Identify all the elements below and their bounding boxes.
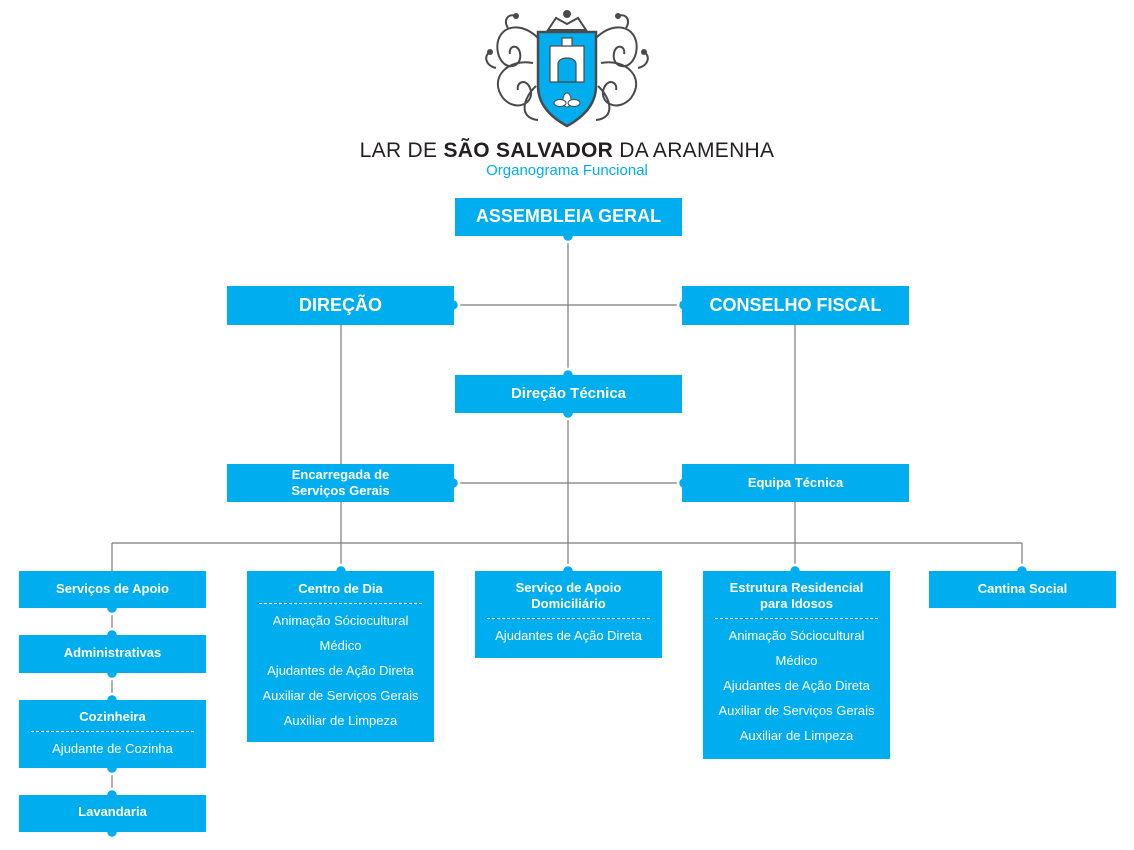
node-direcao-tecnica: Direção Técnica <box>455 375 682 413</box>
node-label: Cozinheira <box>79 709 146 724</box>
dashed-separator <box>31 731 194 732</box>
node-item: Animação Sóciocultural <box>728 628 865 643</box>
dashed-separator <box>487 618 650 619</box>
node-label-line2: Domiciliário <box>531 596 606 611</box>
node-centro-de-dia: Centro de Dia Animação Sóciocultural Méd… <box>247 571 434 742</box>
title-bold: SÃO SALVADOR <box>443 139 614 162</box>
node-item: Auxiliar de Serviços Gerais <box>262 688 419 703</box>
node-label: DIREÇÃO <box>298 295 382 315</box>
node-servico-apoio-domiciliario: Serviço de Apoio Domiciliário Ajudantes … <box>475 571 662 658</box>
organization-title: LAR DE SÃO SALVADOR DA ARAMENHA <box>0 139 1134 163</box>
node-estrutura-residencial-idosos: Estrutura Residencial para Idosos Animaç… <box>703 571 890 759</box>
node-item: Médico <box>319 638 362 653</box>
node-item: Animação Sóciocultural <box>272 613 409 628</box>
node-item: Auxiliar de Limpeza <box>283 713 398 728</box>
coat-of-arms-icon <box>485 10 649 128</box>
node-encarregada-servicos-gerais: Encarregada de Serviços Gerais <box>227 464 454 502</box>
node-label: Serviços de Apoio <box>56 581 169 596</box>
node-label-line1: Encarregada de <box>291 467 390 482</box>
node-item: Ajudante de Cozinha <box>52 741 173 756</box>
node-cozinheira: Cozinheira Ajudante de Cozinha <box>19 700 206 768</box>
node-lavandaria: Lavandaria <box>19 795 206 832</box>
node-label: CONSELHO FISCAL <box>709 295 882 315</box>
chart-subtitle: Organograma Funcional <box>486 162 648 179</box>
node-item: Médico <box>775 653 818 668</box>
node-conselho-fiscal: CONSELHO FISCAL <box>682 286 909 325</box>
node-label: ASSEMBLEIA GERAL <box>475 206 662 226</box>
node-administrativas: Administrativas <box>19 635 206 673</box>
node-item: Auxiliar de Limpeza <box>739 728 854 743</box>
node-label: Administrativas <box>63 645 162 660</box>
node-label: Centro de Dia <box>298 581 383 596</box>
node-label-line2: Serviços Gerais <box>291 483 390 498</box>
node-item: Auxiliar de Serviços Gerais <box>718 703 875 718</box>
node-item: Ajudantes de Ação Direta <box>723 678 870 693</box>
dashed-separator <box>715 618 878 619</box>
node-label-line1: Estrutura Residencial <box>729 580 864 595</box>
node-item: Ajudantes de Ação Direta <box>495 628 642 643</box>
node-label: Cantina Social <box>977 581 1068 596</box>
title-prefix: LAR DE <box>359 139 438 162</box>
node-equipa-tecnica: Equipa Técnica <box>682 464 909 502</box>
node-cantina-social: Cantina Social <box>929 571 1116 608</box>
node-item: Ajudantes de Ação Direta <box>267 663 414 678</box>
node-label: Direção Técnica <box>510 385 627 402</box>
node-label-line1: Serviço de Apoio <box>515 580 622 595</box>
node-label-line2: para Idosos <box>760 596 833 611</box>
node-direcao: DIREÇÃO <box>227 286 454 325</box>
node-label: Lavandaria <box>78 804 147 819</box>
node-assembleia-geral: ASSEMBLEIA GERAL <box>455 198 682 236</box>
node-servicos-apoio: Serviços de Apoio <box>19 571 206 608</box>
dashed-separator <box>259 603 422 604</box>
node-label: Equipa Técnica <box>747 475 844 490</box>
title-suffix: DA ARAMENHA <box>619 139 775 162</box>
